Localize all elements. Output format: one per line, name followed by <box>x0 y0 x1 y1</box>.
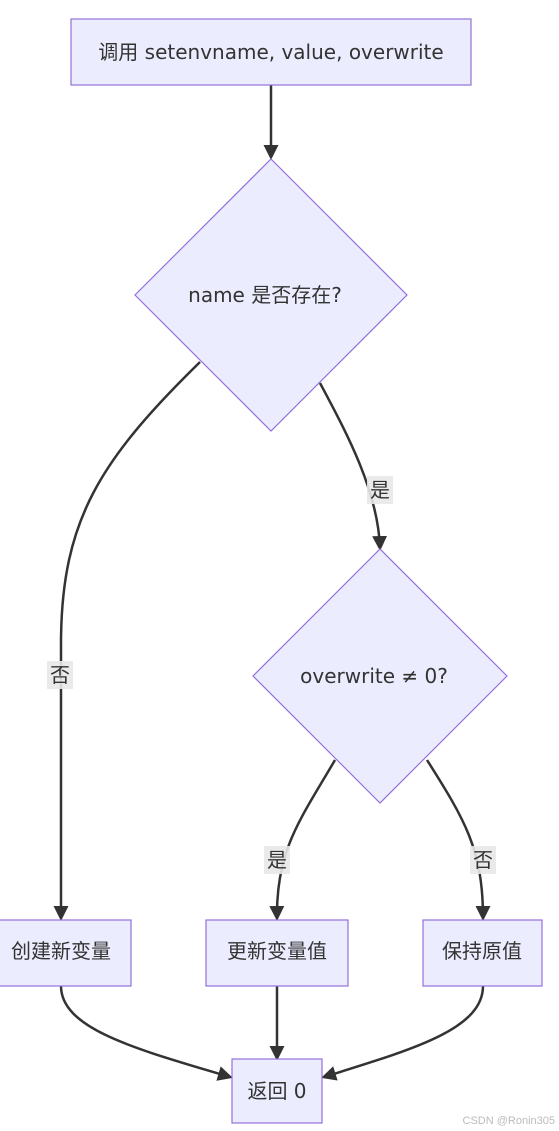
watermark: CSDN @Ronin305 <box>463 1115 556 1127</box>
edge-overwrite-no <box>425 759 491 921</box>
edge-exists-yes <box>318 382 388 551</box>
edge-label-exists-no: 否 <box>47 661 73 689</box>
edge-label-exists-yes-text: 是 <box>370 478 390 502</box>
edge-label-overwrite-no: 否 <box>470 846 496 874</box>
node-check-overwrite-label: overwrite ≠ 0? <box>300 664 448 688</box>
edge-label-exists-yes: 是 <box>367 476 393 504</box>
node-keep-value: 保持原值 <box>422 919 543 987</box>
edge-exists-no <box>53 361 201 921</box>
edge-label-overwrite-yes-text: 是 <box>267 848 287 872</box>
node-return-label: 返回 0 <box>247 1079 306 1103</box>
node-update-var: 更新变量值 <box>205 919 349 987</box>
edge-label-exists-no-text: 否 <box>50 663 70 687</box>
node-update-var-label: 更新变量值 <box>227 939 327 963</box>
edge-label-overwrite-yes: 是 <box>264 846 290 874</box>
node-check-exists-label: name 是否存在? <box>188 283 342 307</box>
node-create-var: 创建新变量 <box>0 919 132 987</box>
edge-create-to-return <box>59 985 233 1081</box>
node-check-overwrite: overwrite ≠ 0? <box>252 548 508 804</box>
node-keep-value-label: 保持原值 <box>442 939 522 963</box>
edge-overwrite-yes <box>269 759 337 921</box>
edge-label-overwrite-no-text: 否 <box>473 848 493 872</box>
node-start: 调用 setenvname, value, overwrite <box>70 18 472 86</box>
node-check-exists: name 是否存在? <box>134 158 408 432</box>
node-create-var-label: 创建新变量 <box>11 939 111 963</box>
edge-keep-to-return <box>321 985 485 1081</box>
node-start-label: 调用 setenvname, value, overwrite <box>98 40 443 64</box>
node-return: 返回 0 <box>231 1058 323 1124</box>
